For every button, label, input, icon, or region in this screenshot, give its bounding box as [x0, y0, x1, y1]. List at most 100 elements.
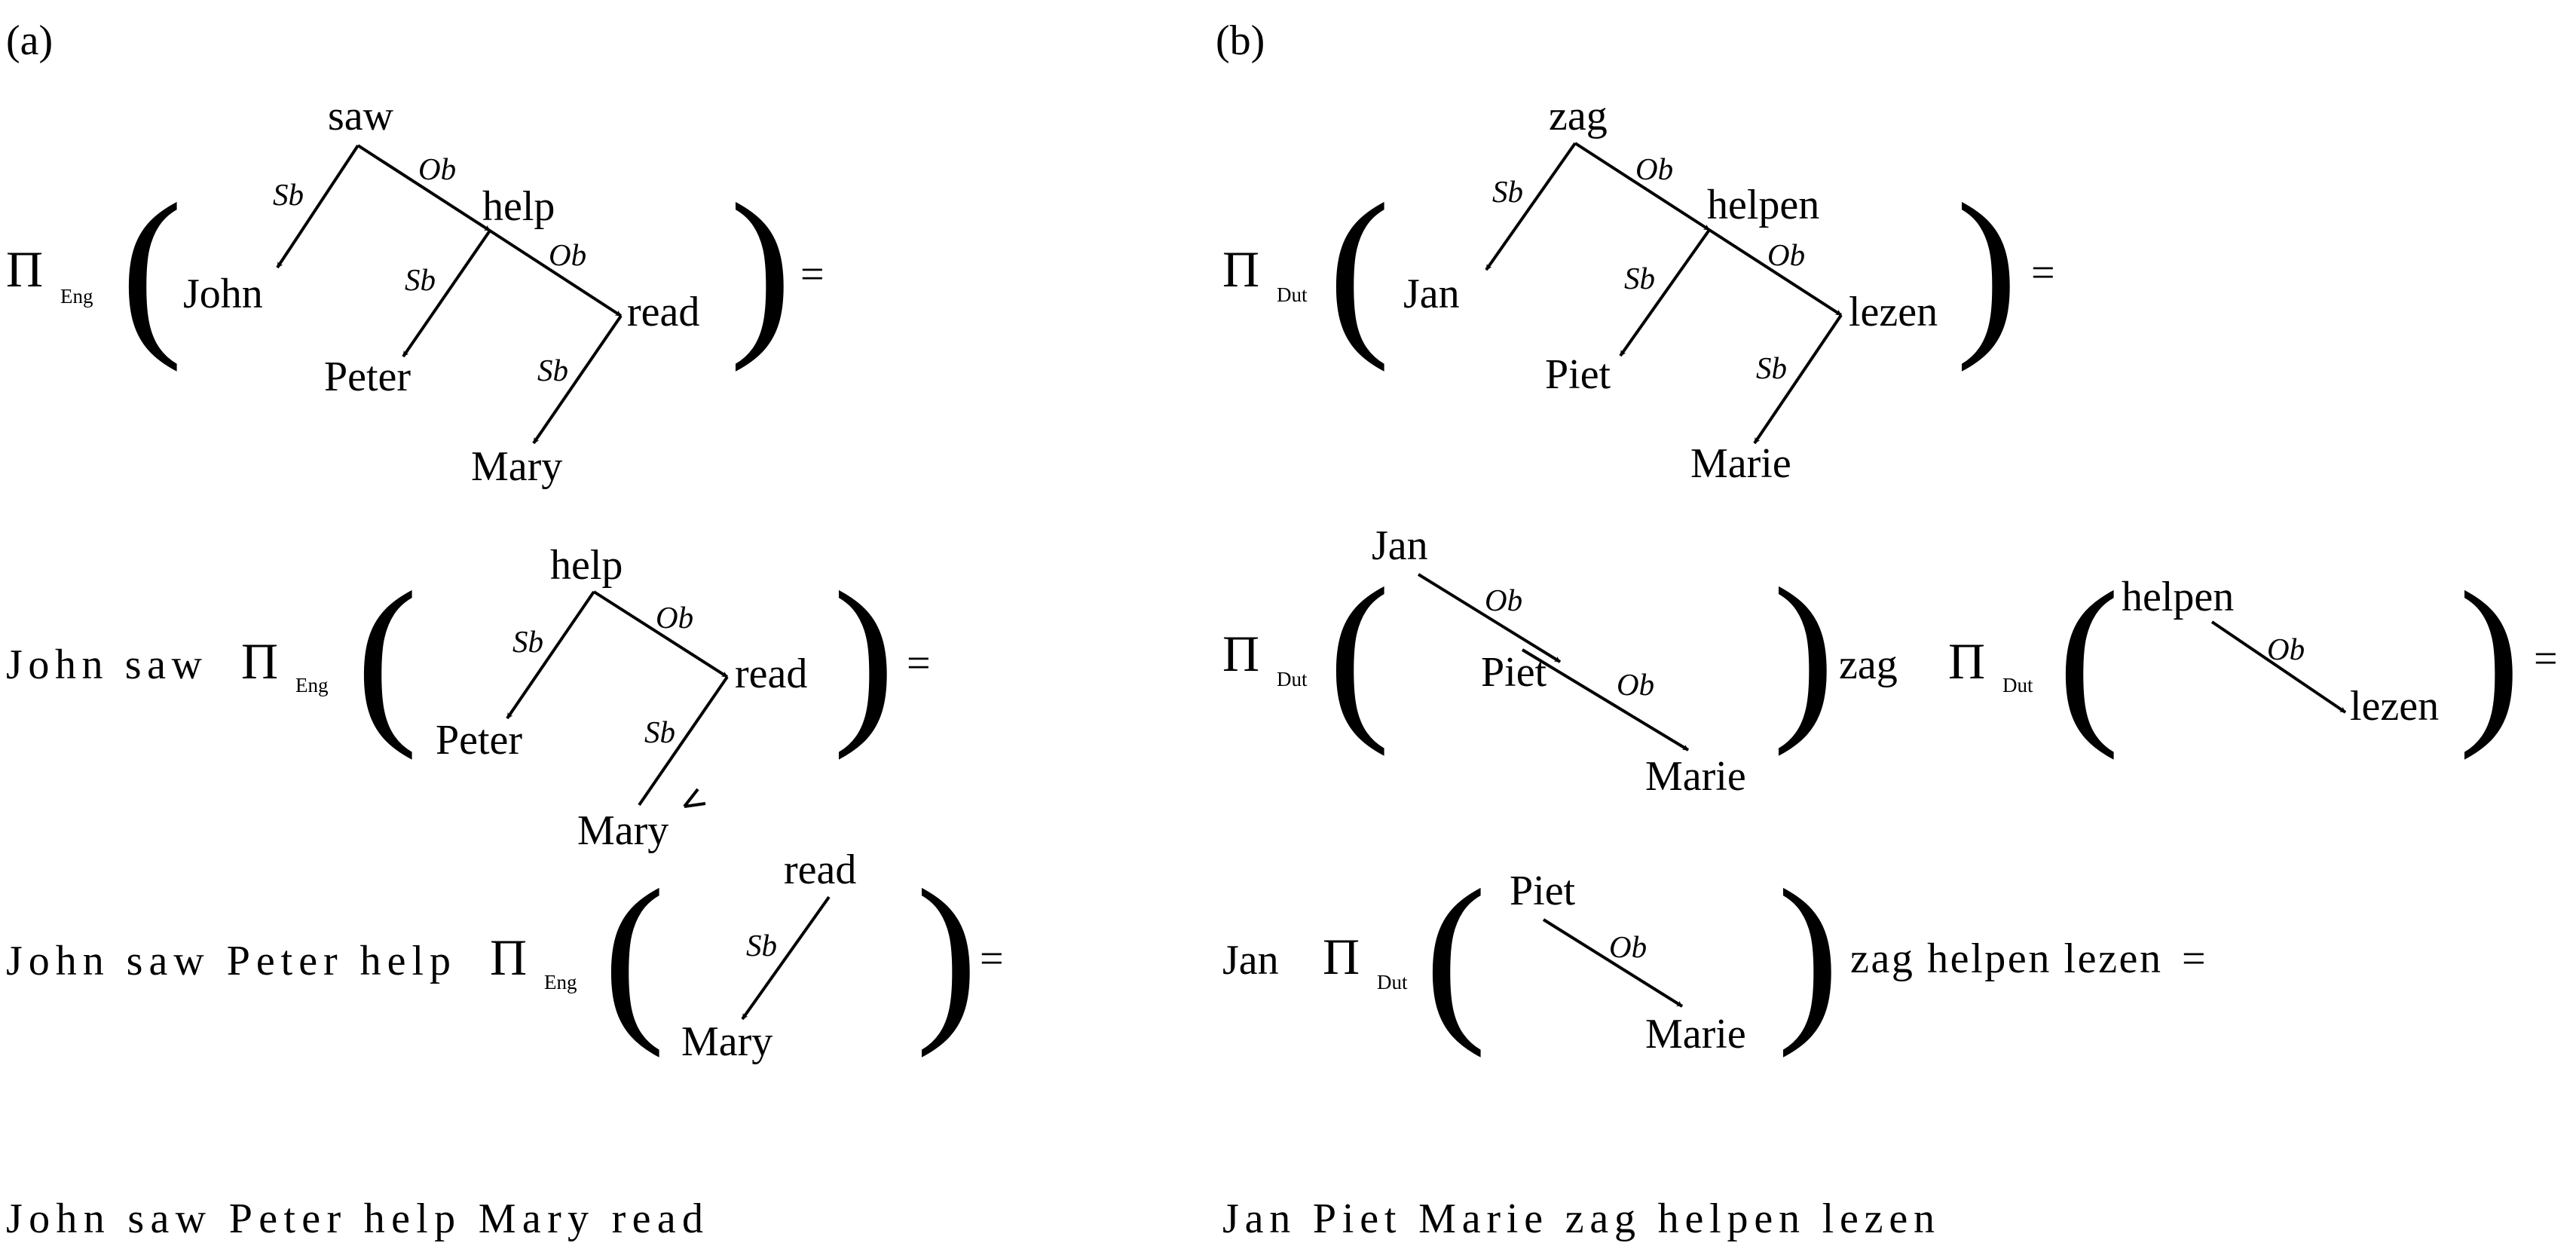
arc-label-ob: Ob	[549, 237, 586, 272]
arc-help-peter	[402, 229, 491, 358]
dut-step-1: Π Dut ( zag Jan helpen Piet lezen Marie …	[1222, 93, 2055, 487]
arc-head-mary	[683, 788, 706, 808]
open-paren-dut-2b: (	[2057, 553, 2120, 761]
arc-saw-help	[356, 144, 491, 232]
node-saw: saw	[328, 93, 394, 139]
node-marie: Marie	[1645, 753, 1746, 800]
node-mary: Mary	[577, 807, 668, 854]
pi-subscript-eng-1: Eng	[60, 285, 93, 308]
node-mary: Mary	[681, 1018, 772, 1065]
node-helpen: helpen	[2122, 574, 2234, 620]
node-read: read	[784, 846, 856, 893]
pi-subscript-eng-3: Eng	[544, 971, 577, 993]
node-helpen: helpen	[1707, 182, 1819, 228]
node-read: read	[627, 289, 699, 335]
pi-subscript-dut-2b: Dut	[2002, 674, 2033, 696]
equals-sign: =	[2182, 935, 2206, 982]
panel-label-b: (b)	[1216, 17, 1265, 64]
node-jan: Jan	[1403, 271, 1460, 317]
arc-zag-jan	[1485, 142, 1577, 271]
suffix-zag-helpen-lezen: zag helpen lezen	[1850, 935, 2161, 982]
arc-read-mary	[741, 895, 831, 1021]
arc-label-sb: Sb	[746, 928, 777, 963]
pi-eng-3: Π	[490, 929, 527, 986]
arc-label-sb: Sb	[1756, 350, 1787, 385]
equals-sign: =	[907, 640, 931, 687]
close-paren-eng-2: )	[833, 553, 895, 761]
arc-label-sb: Sb	[644, 715, 675, 749]
dut-step-3: Jan Π Dut ( Piet Marie Ob ) zag helpen l…	[1222, 851, 2206, 1058]
node-marie: Marie	[1690, 440, 1791, 487]
arc-piet-marie	[1521, 648, 1690, 752]
open-paren-eng-2: (	[356, 553, 418, 761]
node-peter: Peter	[324, 354, 411, 400]
pi-subscript-dut-3: Dut	[1377, 971, 1408, 993]
dutch-word-order: Jan Piet Marie zag helpen lezen	[1222, 1195, 1935, 1242]
arc-help-read	[592, 590, 729, 678]
pi-dut-3: Π	[1323, 928, 1360, 985]
pi-subscript-dut-2a: Dut	[1277, 668, 1308, 690]
arc-label-ob: Ob	[1767, 237, 1805, 272]
close-paren-dut-1: )	[1956, 165, 2018, 372]
arc-saw-john	[276, 144, 359, 269]
arc-jan-piet	[1417, 573, 1562, 663]
node-help: help	[482, 183, 555, 230]
arc-helpen-lezen	[2210, 620, 2347, 714]
arc-help-read	[488, 229, 623, 317]
pi-dut-2b: Π	[1948, 632, 1985, 690]
node-marie: Marie	[1645, 1011, 1746, 1058]
arc-helpen-lezen	[1708, 228, 1843, 317]
arc-label-sb: Sb	[1624, 261, 1655, 295]
arc-label-sb: Sb	[1492, 174, 1523, 209]
dut-step-2: Π Dut ( Jan Piet Marie Ob Ob ) zag Π Dut…	[1222, 522, 2558, 800]
english-word-order: John saw Peter help Mary read	[6, 1195, 703, 1242]
node-mary: Mary	[471, 443, 562, 490]
prefix-jan: Jan	[1222, 937, 1279, 984]
close-paren-dut-2b: )	[2458, 553, 2521, 761]
arc-label-sb: Sb	[273, 177, 304, 212]
arc-helpen-piet	[1619, 228, 1711, 357]
word-zag: zag	[1839, 641, 1898, 688]
arc-help-peter	[506, 590, 595, 720]
prefix-john-saw: John saw	[6, 641, 203, 688]
node-lezen: lezen	[2350, 683, 2439, 730]
node-lezen: lezen	[1849, 289, 1938, 335]
node-read: read	[735, 650, 807, 697]
pi-subscript-dut-1: Dut	[1277, 283, 1308, 306]
node-help: help	[550, 542, 623, 589]
open-paren-eng-1: (	[121, 165, 183, 372]
node-peter: Peter	[436, 717, 522, 764]
equals-sign: =	[800, 251, 825, 298]
arc-label-ob: Ob	[418, 152, 456, 186]
node-jan: Jan	[1372, 522, 1428, 569]
eng-step-1: Π Eng ( saw John help Peter read Mary Sb…	[6, 93, 825, 490]
pi-eng-2: Π	[241, 632, 278, 690]
arc-label-ob: Ob	[1635, 152, 1673, 186]
arc-label-ob: Ob	[1485, 583, 1522, 617]
arc-read-mary	[532, 314, 623, 445]
node-piet: Piet	[1481, 649, 1547, 696]
eng-step-2: John saw Π Eng ( help Peter read Mary Sb…	[6, 542, 931, 854]
arc-label-sb: Sb	[405, 262, 436, 297]
prefix-john-saw-peter-help: John saw Peter help	[6, 938, 451, 984]
arc-read-mary	[638, 675, 729, 807]
equals-sign: =	[2031, 249, 2055, 296]
arc-zag-helpen	[1574, 142, 1711, 231]
open-paren-dut-3: (	[1424, 851, 1487, 1058]
open-paren-eng-3: (	[603, 851, 665, 1058]
close-paren-dut-2a: )	[1773, 549, 1835, 757]
node-zag: zag	[1549, 93, 1608, 139]
arc-label-ob: Ob	[656, 600, 693, 635]
close-paren-eng-1: )	[730, 165, 792, 372]
arc-label-ob: Ob	[1617, 667, 1654, 702]
node-piet: Piet	[1510, 868, 1576, 914]
node-john: John	[183, 271, 263, 317]
equals-sign: =	[2534, 635, 2558, 682]
open-paren-dut-2a: (	[1328, 549, 1390, 757]
pi-dut-2a: Π	[1222, 625, 1259, 682]
pi-dut-1: Π	[1222, 240, 1259, 298]
open-paren-dut-1: (	[1328, 165, 1390, 372]
panel-label-a: (a)	[6, 17, 53, 64]
pi-eng-1: Π	[6, 240, 43, 298]
